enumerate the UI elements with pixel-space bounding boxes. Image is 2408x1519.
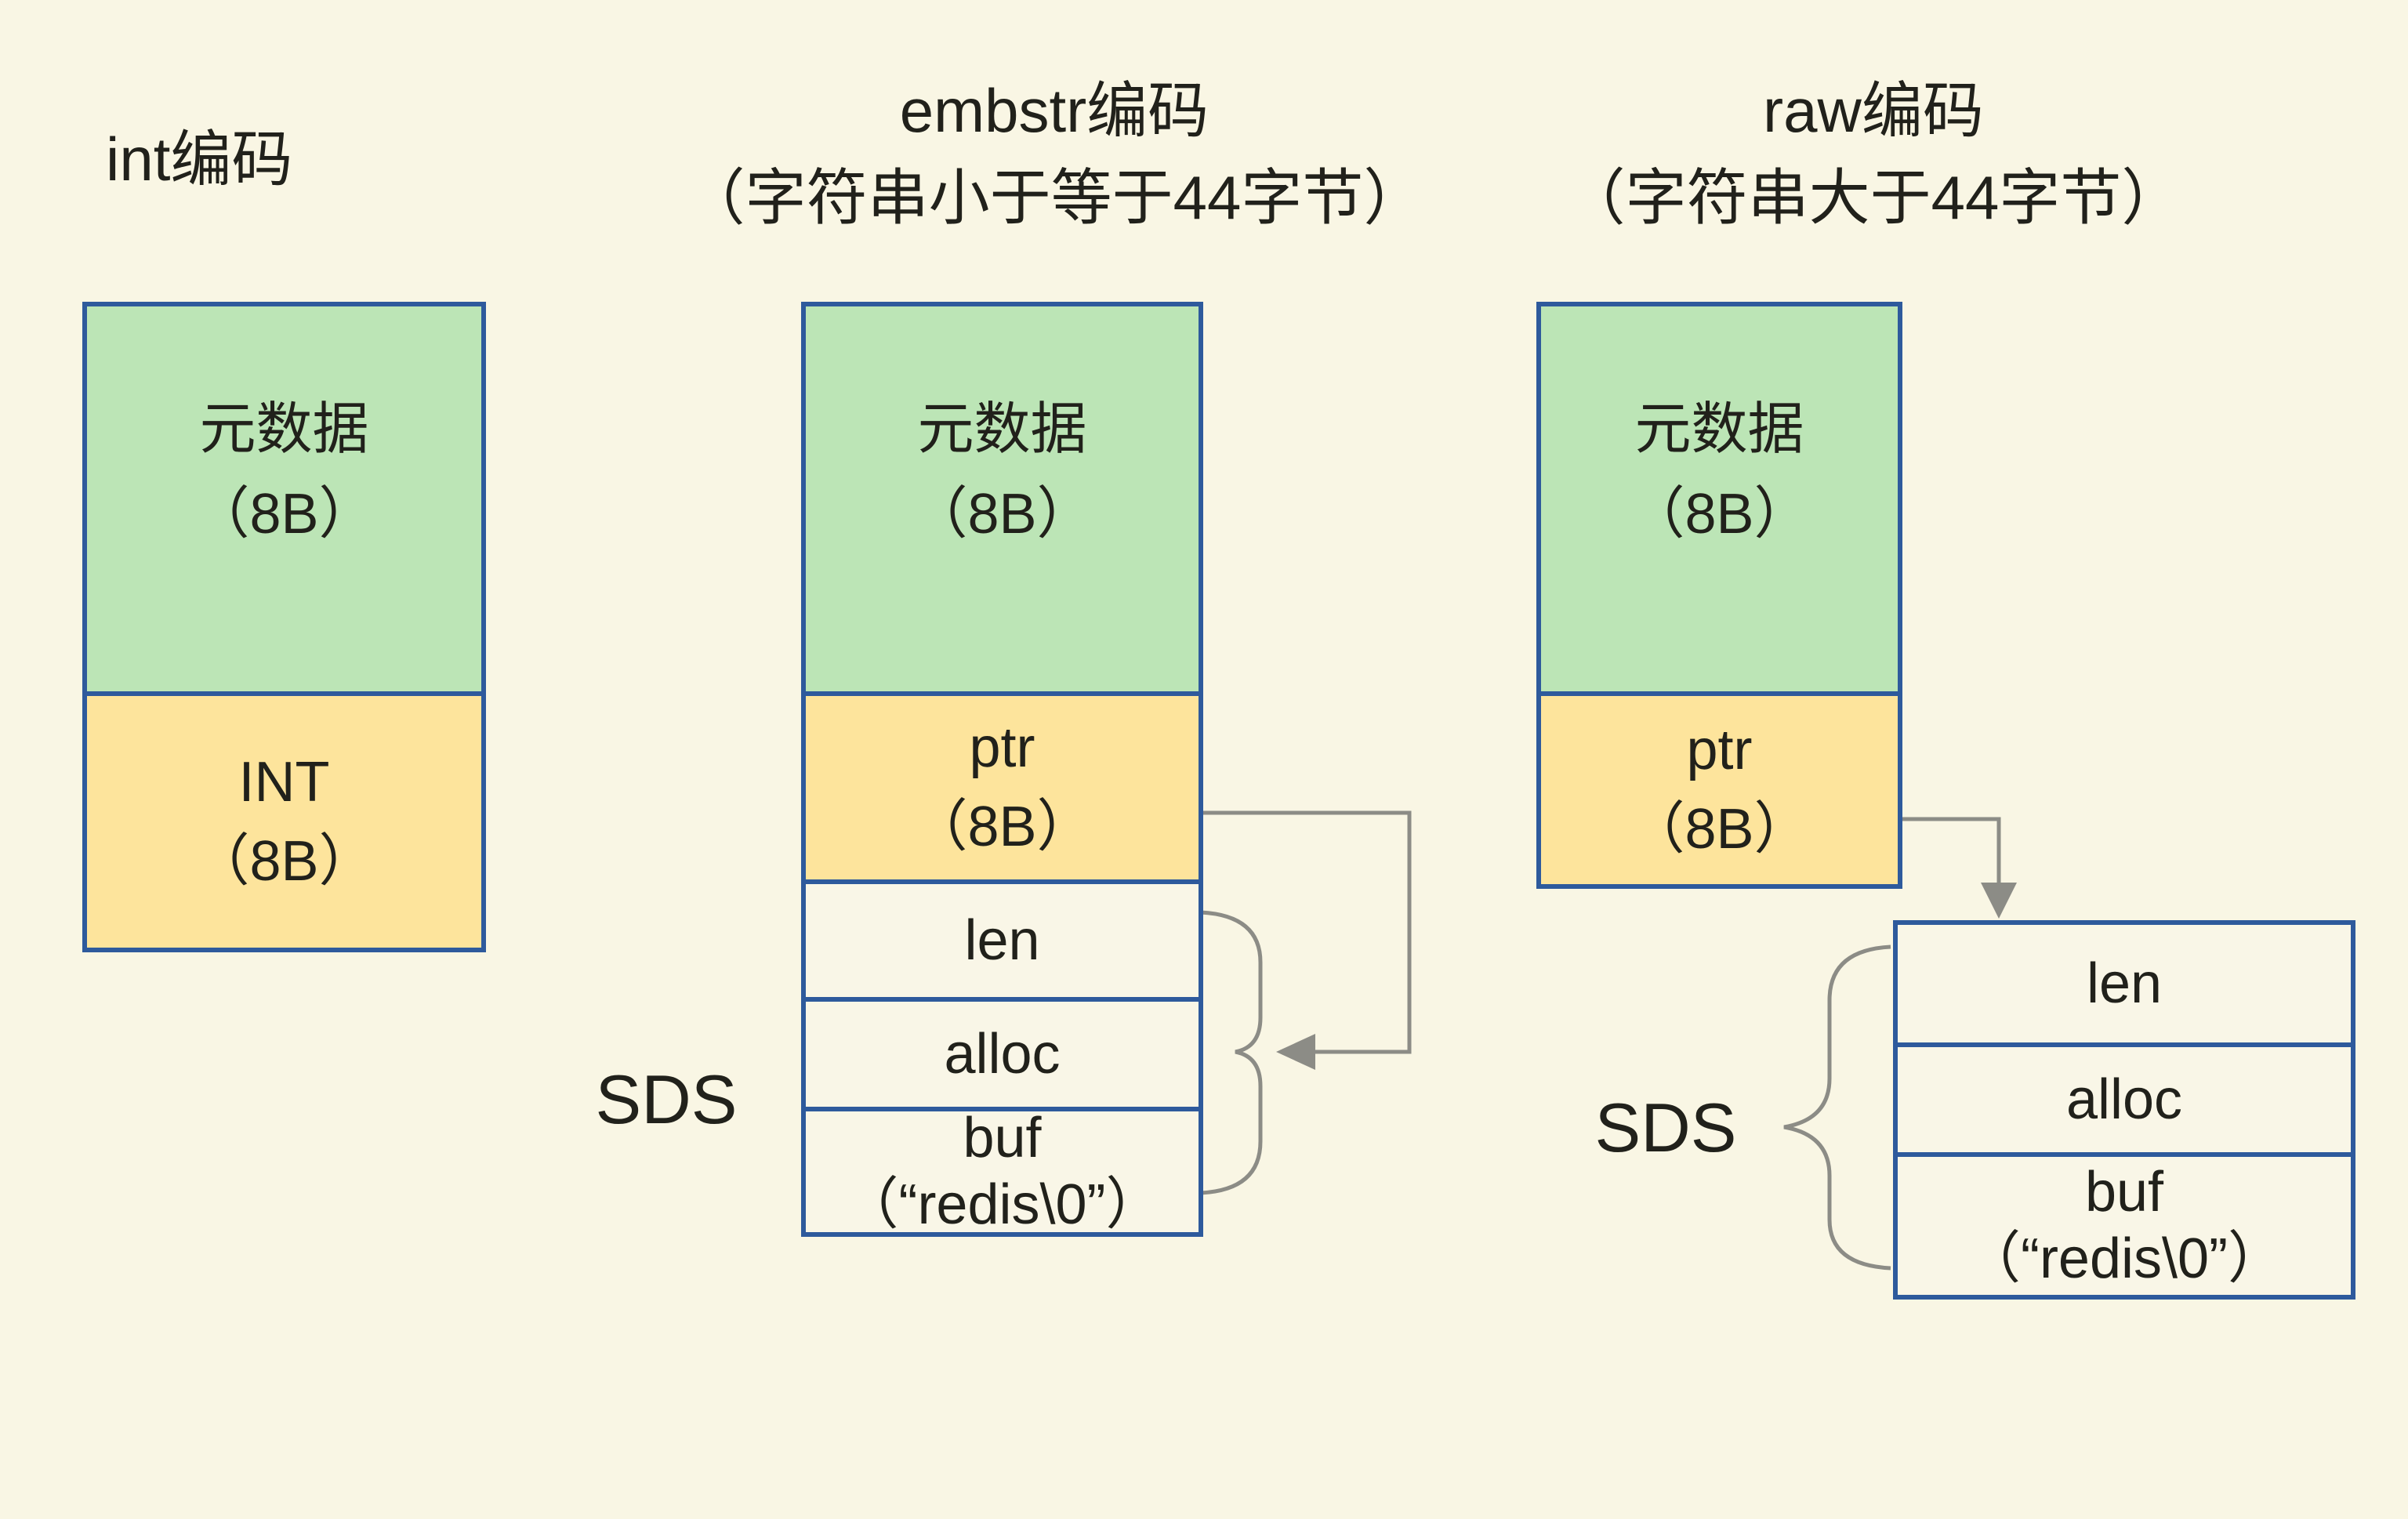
embstr-metadata-size: （8B）	[911, 482, 1093, 546]
int-metadata-label: 元数据	[199, 397, 369, 461]
raw-metadata-size: （8B）	[1628, 482, 1811, 546]
embstr-ptr-connector-line	[1201, 810, 1412, 1054]
embstr-sds-len-cell: len	[801, 879, 1203, 1002]
int-value-cell: INT （8B）	[82, 691, 486, 952]
embstr-sds-len-label: len	[964, 909, 1040, 972]
raw-sds-alloc-cell: alloc	[1893, 1042, 2355, 1157]
embstr-sds-buf-label: buf	[963, 1107, 1042, 1170]
raw-ptr-label: ptr	[1686, 719, 1753, 782]
embstr-sds-buf-value: （“redis\0”）	[842, 1173, 1162, 1236]
raw-sds-brace	[1783, 944, 1891, 1271]
embstr-metadata-cell: 元数据 （8B）	[801, 302, 1203, 696]
embstr-sds-alloc-cell: alloc	[801, 997, 1203, 1111]
raw-sds-buf-cell: buf （“redis\0”）	[1893, 1152, 2355, 1300]
embstr-metadata-label: 元数据	[917, 397, 1087, 461]
raw-ptr-connector-line	[1900, 817, 2001, 903]
embstr-sds-bracket	[1200, 910, 1263, 1195]
title-embstr-line2: （字符串小于等于44字节）	[684, 162, 1425, 232]
int-metadata-size: （8B）	[193, 482, 375, 546]
title-raw-line2: （字符串大于44字节）	[1564, 162, 2183, 232]
title-embstr-line1: embstr编码	[899, 76, 1209, 145]
raw-sds-alloc-label: alloc	[2065, 1068, 2183, 1131]
title-raw-line1: raw编码	[1763, 76, 1984, 145]
embstr-sds-buf-cell: buf （“redis\0”）	[801, 1107, 1203, 1237]
raw-metadata-label: 元数据	[1634, 397, 1804, 461]
raw-sds-buf-value: （“redis\0”）	[1964, 1227, 2285, 1290]
title-embstr-encoding: embstr编码 （字符串小于等于44字节）	[619, 67, 1489, 241]
int-value-size: （8B）	[193, 829, 375, 893]
raw-ptr-cell: ptr （8B）	[1536, 691, 1902, 889]
raw-sds-buf-label: buf	[2084, 1161, 2164, 1224]
raw-ptr-size: （8B）	[1628, 798, 1811, 861]
embstr-ptr-cell: ptr （8B）	[801, 691, 1203, 884]
title-int-encoding: int编码	[106, 125, 293, 194]
raw-sds-len-label: len	[2086, 952, 2163, 1015]
raw-sds-label: SDS	[1594, 1089, 1737, 1166]
raw-metadata-cell: 元数据 （8B）	[1536, 302, 1902, 696]
raw-ptr-arrowhead-icon	[1981, 883, 2017, 919]
embstr-sds-alloc-label: alloc	[944, 1023, 1061, 1086]
int-metadata-cell: 元数据 （8B）	[82, 302, 486, 696]
int-value-label: INT	[238, 750, 330, 814]
title-raw-encoding: raw编码 （字符串大于44字节）	[1438, 67, 2308, 241]
embstr-ptr-arrowhead-icon	[1276, 1034, 1315, 1070]
embstr-ptr-size: （8B）	[911, 796, 1093, 858]
embstr-sds-label: SDS	[595, 1060, 738, 1138]
embstr-ptr-label: ptr	[969, 716, 1035, 780]
raw-sds-len-cell: len	[1893, 920, 2355, 1047]
